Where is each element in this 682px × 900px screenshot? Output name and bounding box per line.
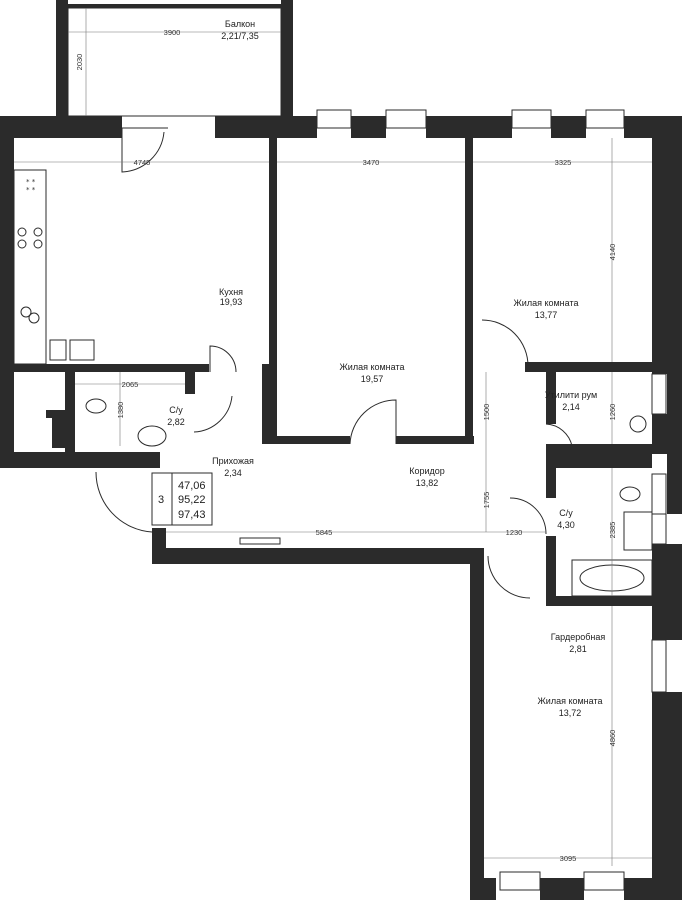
kitchen-area: 19,93 bbox=[220, 297, 243, 307]
wardrobe-name: Гардеробная bbox=[551, 632, 606, 642]
kitchen-name: Кухня bbox=[219, 287, 243, 297]
area-summary: 3 47,06 95,22 97,43 bbox=[151, 472, 213, 526]
dim-hall-length: 5845 bbox=[316, 528, 333, 537]
dim-living-right-width: 3325 bbox=[555, 158, 572, 167]
dimension-texts: 3900 2030 4745 3470 3325 4140 2065 1380 … bbox=[75, 28, 617, 863]
doors bbox=[95, 127, 573, 599]
living-right-area: 13,77 bbox=[535, 310, 558, 320]
interior-walls bbox=[0, 138, 652, 606]
corridor-name: Коридор bbox=[409, 466, 445, 476]
living-bottom-name: Жилая комната bbox=[537, 696, 602, 706]
dim-corridor-upper: 1500 bbox=[482, 404, 491, 421]
bath-left-area: 2,82 bbox=[167, 417, 185, 427]
svg-text:* *: * * bbox=[26, 178, 36, 186]
dim-balcony-width: 3900 bbox=[164, 28, 181, 37]
outer-walls bbox=[0, 109, 682, 900]
dim-bath-left-width: 2065 bbox=[122, 380, 139, 389]
bath-left-name: С/у bbox=[169, 405, 183, 415]
dim-living-center-width: 3470 bbox=[363, 158, 380, 167]
rooms-count: 3 bbox=[158, 494, 164, 506]
dim-kitchen-width: 4745 bbox=[134, 158, 151, 167]
dim-door-gap: 1230 bbox=[506, 528, 523, 537]
dim-living-right-depth: 4140 bbox=[608, 244, 617, 261]
living-center-area: 19,57 bbox=[361, 374, 384, 384]
hallway-name: Прихожая bbox=[212, 456, 254, 466]
hallway-area: 2,34 bbox=[224, 468, 242, 478]
total-area: 95,22 bbox=[178, 494, 206, 506]
balcony bbox=[56, 0, 293, 118]
dim-balcony-depth: 2030 bbox=[75, 54, 84, 71]
svg-text:* *: * * bbox=[26, 186, 36, 194]
dim-bath-left-depth: 1380 bbox=[116, 402, 125, 419]
living-bottom-area: 13,72 bbox=[559, 708, 582, 718]
bath-left-fixtures bbox=[85, 398, 167, 447]
corridor-area: 13,82 bbox=[416, 478, 439, 488]
kitchen-fixtures: * * * * bbox=[13, 169, 95, 365]
total-area-with-balcony: 97,43 bbox=[178, 509, 206, 521]
dim-bath-right-depth: 2385 bbox=[608, 522, 617, 539]
dimension-lines bbox=[14, 138, 652, 866]
room-labels: Балкон 2,21/7,35 Кухня 19,93 Жилая комна… bbox=[167, 19, 605, 718]
wardrobe-area: 2,81 bbox=[569, 644, 587, 654]
utility-name: Утилити рум bbox=[545, 390, 597, 400]
dim-corridor-lower: 1755 bbox=[482, 492, 491, 509]
dim-living-bottom-width: 3095 bbox=[560, 854, 577, 863]
bath-right-name: С/у bbox=[559, 508, 573, 518]
utility-area: 2,14 bbox=[562, 402, 580, 412]
balcony-area: 2,21/7,35 bbox=[221, 31, 259, 41]
living-center-name: Жилая комната bbox=[339, 362, 404, 372]
dim-utility-depth: 1260 bbox=[608, 404, 617, 421]
balcony-name: Балкон bbox=[225, 19, 255, 29]
dim-living-bottom-depth: 4860 bbox=[608, 730, 617, 747]
bath-right-area: 4,30 bbox=[557, 520, 575, 530]
living-right-name: Жилая комната bbox=[513, 298, 578, 308]
living-area: 47,06 bbox=[178, 480, 206, 492]
